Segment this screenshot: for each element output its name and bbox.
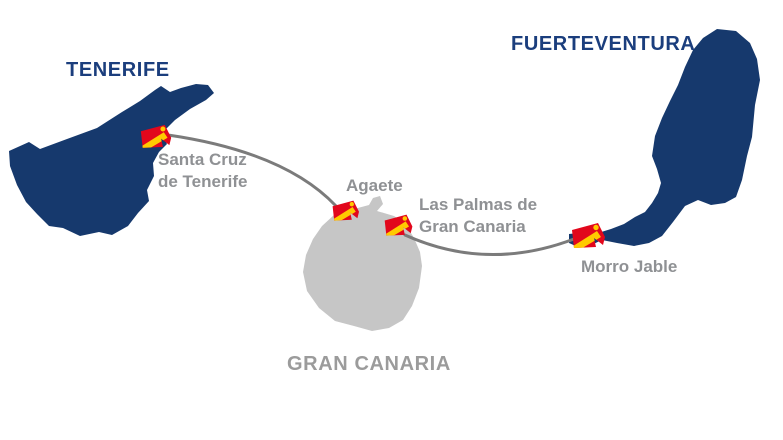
port-label-line: Las Palmas de bbox=[419, 195, 538, 214]
island-tenerife bbox=[9, 84, 214, 236]
island-fuerteventura bbox=[569, 29, 760, 247]
port-label-las-palmas: Las Palmas de Gran Canaria bbox=[419, 194, 537, 238]
port-label-morro-jable: Morro Jable bbox=[581, 256, 677, 278]
port-label-line: Gran Canaria bbox=[419, 217, 526, 236]
island-label-gran-canaria: GRAN CANARIA bbox=[287, 353, 451, 375]
port-label-line: de Tenerife bbox=[158, 172, 248, 191]
port-label-line: Agaete bbox=[346, 176, 403, 195]
island-label-tenerife: TENERIFE bbox=[66, 59, 170, 81]
port-label-agaete: Agaete bbox=[346, 175, 403, 197]
port-label-line: Santa Cruz bbox=[158, 150, 247, 169]
port-marker-morro-jable[interactable] bbox=[570, 223, 605, 253]
route-santa-cruz-to-agaete bbox=[166, 133, 338, 208]
island-label-fuerteventura: FUERTEVENTURA bbox=[511, 33, 696, 55]
route-las-palmas-to-morro-jable bbox=[403, 233, 576, 256]
armas-ferry-flag-icon bbox=[570, 223, 605, 253]
port-label-santa-cruz: Santa Cruz de Tenerife bbox=[158, 149, 247, 193]
port-label-line: Morro Jable bbox=[581, 257, 678, 276]
